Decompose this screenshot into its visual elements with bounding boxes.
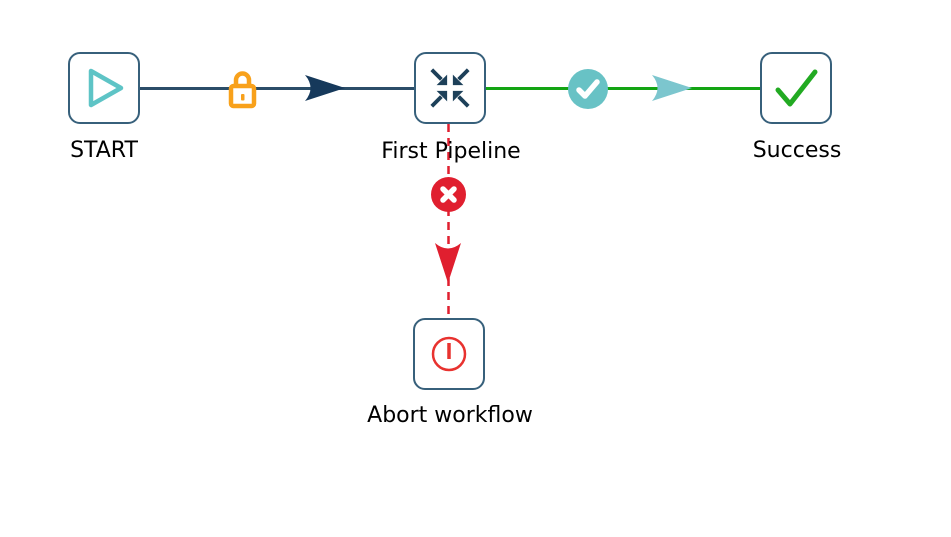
edge-pipeline-to-abort[interactable]: [445, 124, 452, 318]
node-success[interactable]: [760, 52, 832, 124]
edge-abort-arrowhead-icon: [435, 243, 461, 283]
node-success-label: Success: [752, 138, 842, 163]
edge-start-arrowhead-icon: [305, 75, 345, 101]
node-start[interactable]: [68, 52, 140, 124]
converge-arrows-icon: [430, 68, 470, 108]
power-off-icon: [431, 336, 467, 372]
node-abort-workflow[interactable]: [413, 318, 485, 390]
error-cross-icon[interactable]: [431, 177, 466, 212]
node-start-label: START: [70, 138, 138, 163]
node-first-pipeline[interactable]: [414, 52, 486, 124]
edge-success-arrowhead-icon: [652, 75, 692, 101]
node-abort-workflow-label: Abort workflow: [367, 403, 533, 428]
edge-start-to-pipeline[interactable]: [140, 87, 414, 90]
success-check-icon[interactable]: [568, 69, 608, 109]
lock-icon[interactable]: [227, 68, 258, 111]
edge-pipeline-to-success[interactable]: [484, 87, 760, 90]
check-icon: [775, 69, 818, 107]
node-first-pipeline-label: First Pipeline: [381, 139, 521, 164]
play-icon: [88, 68, 124, 108]
